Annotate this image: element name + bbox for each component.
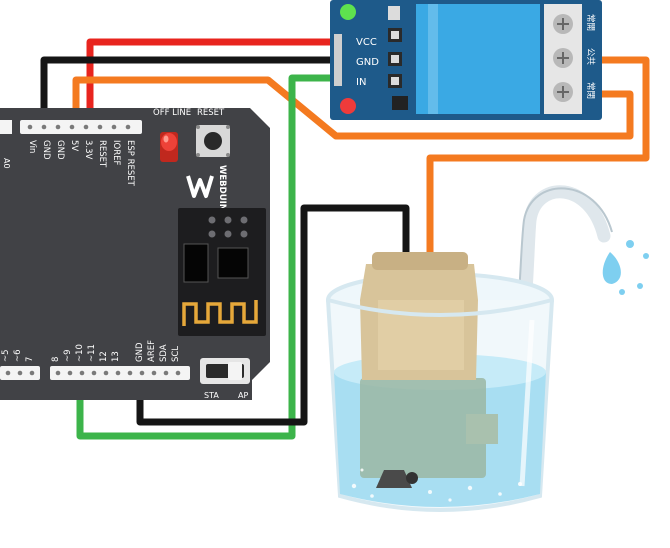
pin-label: IOREF	[111, 140, 121, 165]
pin-label: SDA	[159, 344, 169, 362]
webduino-logo: WEBDUINO	[186, 165, 227, 218]
pin-label: ~11	[87, 344, 97, 362]
power-pin-labels: Vin GND GND 5V 3.3V RESET IOREF ESP RESE…	[27, 140, 135, 187]
smd-components	[388, 6, 408, 110]
chip	[183, 243, 209, 283]
antenna-trace	[182, 300, 258, 326]
pin-label: ESP RESET	[125, 140, 135, 187]
relay-module: VCC GND IN 常開 公共 常閉	[330, 0, 602, 120]
pin-label: SCL	[171, 346, 181, 362]
red-wire	[86, 38, 336, 124]
ap-sta-switch[interactable]	[200, 358, 250, 384]
pin-label: 5V	[69, 140, 79, 151]
green-wire-signal	[76, 74, 336, 440]
pin-label: Vin	[27, 140, 37, 153]
left-header	[0, 120, 12, 134]
pin-label: GND	[41, 140, 51, 160]
status-led	[340, 98, 356, 114]
black-wire-pump	[136, 204, 410, 426]
pin-label: ~5	[1, 349, 11, 362]
orange-wire-5v	[72, 76, 634, 140]
pin-label: RESET	[97, 140, 107, 168]
black-wire-gnd	[40, 56, 336, 124]
pin-label: ~10	[75, 344, 85, 362]
power-led	[340, 4, 356, 20]
terminal-label-no: 常開	[585, 14, 596, 31]
relay-pin-label-gnd: GND	[356, 57, 379, 68]
pump-lower	[360, 378, 486, 478]
power-header	[20, 120, 142, 134]
left-pin-label: A0	[2, 158, 11, 169]
relay-pin-label-in: IN	[356, 77, 366, 88]
pin-label: AREF	[147, 340, 157, 362]
switch-label-sta: STA	[204, 391, 219, 400]
pump-top	[372, 252, 468, 270]
webduino-board: A0 Vin GND GND 5V 3.3V RESET IOREF ESP R…	[0, 108, 270, 400]
pump-outlet	[466, 414, 498, 444]
terminal-label-nc: 常閉	[585, 82, 596, 99]
pin-label: ~6	[13, 349, 23, 362]
brand-name: WEBDUINO	[217, 165, 227, 218]
pin-label: 3.3V	[83, 140, 93, 160]
pin-label: 13	[111, 351, 121, 362]
relay-pins	[334, 34, 342, 86]
pin-label: 12	[99, 351, 109, 362]
pin-label: GND	[55, 140, 65, 160]
wifi-module	[178, 208, 266, 336]
reset-label: RESET	[197, 108, 225, 118]
orange-wire-pump	[426, 56, 650, 258]
off-line-label: OFF LINE	[153, 108, 191, 118]
digital-pin-labels: ~5 ~6 7 8 ~9 ~10 ~11 12 13 GND AREF SDA …	[1, 340, 181, 362]
terminal-screws	[553, 14, 573, 102]
pin-label: 8	[51, 357, 61, 362]
terminal-label-com: 公共	[585, 48, 595, 66]
offline-led	[160, 132, 178, 162]
pin-label: GND	[135, 342, 145, 362]
pin-label: 7	[25, 357, 35, 362]
switch-label-ap: AP	[238, 391, 248, 400]
relay-pin-label-vcc: VCC	[356, 37, 377, 48]
reset-button[interactable]	[196, 125, 230, 157]
wires	[40, 38, 650, 440]
chip	[217, 247, 249, 279]
water-cup-assembly	[326, 185, 649, 512]
pin-label: ~9	[63, 349, 73, 362]
water-drops	[602, 240, 649, 295]
